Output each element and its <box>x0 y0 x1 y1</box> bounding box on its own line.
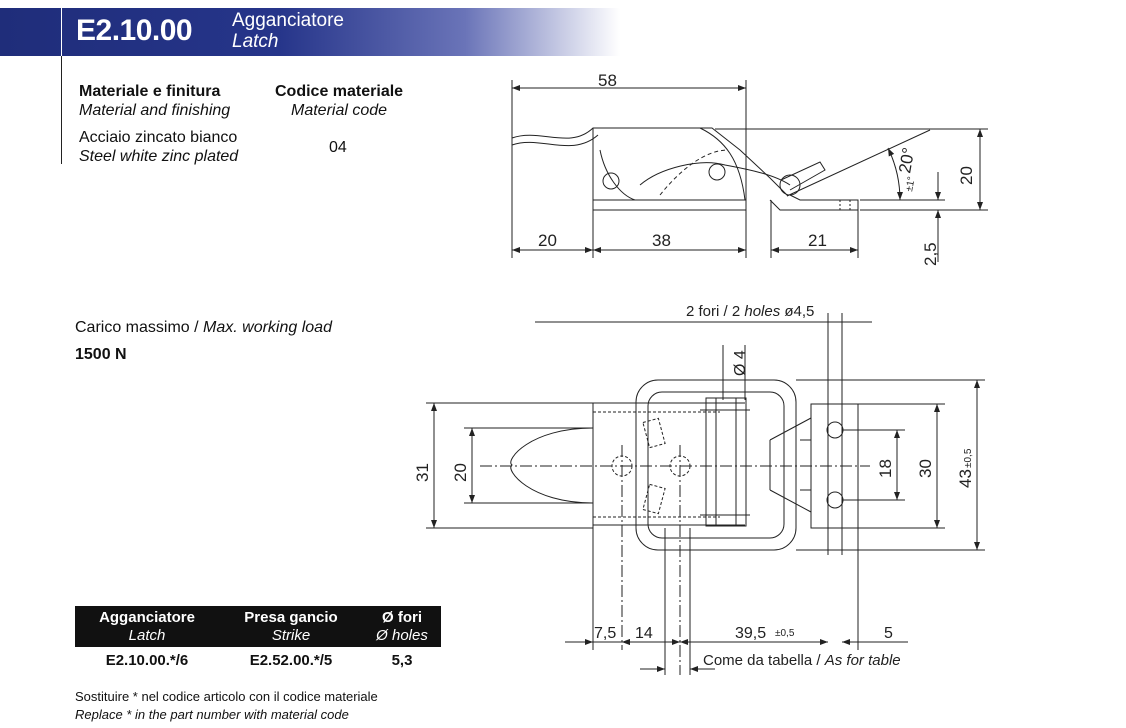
as-for-table-label: Come da tabella / As for table <box>703 652 901 669</box>
material-value-it: Acciaio zincato bianco <box>79 129 238 146</box>
dim-20-right: 20 <box>957 166 976 185</box>
code-value: 04 <box>329 139 347 156</box>
cell-strike: E2.52.00.*/5 <box>249 652 333 669</box>
material-label-en: Material and finishing <box>79 102 231 119</box>
dim-31: 31 <box>413 463 432 482</box>
dim-14: 14 <box>635 625 653 642</box>
holes-label: 2 fori / 2 holes ø4,5 <box>686 303 814 320</box>
material-label-it: Materiale e finitura <box>79 83 221 100</box>
cell-latch: E2.10.00.*/6 <box>105 652 189 669</box>
product-code: E2.10.00 <box>76 14 193 47</box>
dim-21: 21 <box>808 231 827 250</box>
dim-angle: 20° <box>895 146 918 175</box>
code-label-it: Codice materiale <box>275 83 404 100</box>
product-title-it: Agganciatore <box>232 10 344 31</box>
header-divider <box>61 8 62 56</box>
dim-2-5: 2,5 <box>921 242 940 266</box>
dim-38: 38 <box>652 231 671 250</box>
material-value-en: Steel white zinc plated <box>79 148 239 165</box>
dim-43-tol: ±0,5 <box>963 448 974 468</box>
dim-39-5: 39,5 <box>735 625 766 642</box>
header-band <box>0 8 620 56</box>
dim-30: 30 <box>916 459 935 478</box>
max-load-label: Carico massimo / Max. working load <box>75 319 332 336</box>
product-title-en: Latch <box>232 31 279 52</box>
table-row: E2.10.00.*/6 E2.52.00.*/5 5,3 <box>75 647 441 669</box>
dim-7-5: 7,5 <box>594 625 616 642</box>
dim-43: 43 <box>956 469 975 488</box>
max-load-value: 1500 N <box>75 346 127 363</box>
dim-angle-tol: ±1° <box>904 176 917 193</box>
dim-20-plan: 20 <box>451 463 470 482</box>
dim-18: 18 <box>876 459 895 478</box>
dim-d4: Ø 4 <box>732 350 749 376</box>
dim-58: 58 <box>598 71 617 90</box>
note-it: Sostituire * nel codice articolo con il … <box>75 689 378 704</box>
left-rule <box>61 56 62 164</box>
cell-holes: 5,3 <box>391 652 413 669</box>
dim-20-left: 20 <box>538 231 557 250</box>
dim-5: 5 <box>884 625 893 642</box>
note-en: Replace * in the part number with materi… <box>75 707 349 722</box>
dim-39-5-tol: ±0,5 <box>775 628 795 639</box>
code-label-en: Material code <box>291 102 388 119</box>
